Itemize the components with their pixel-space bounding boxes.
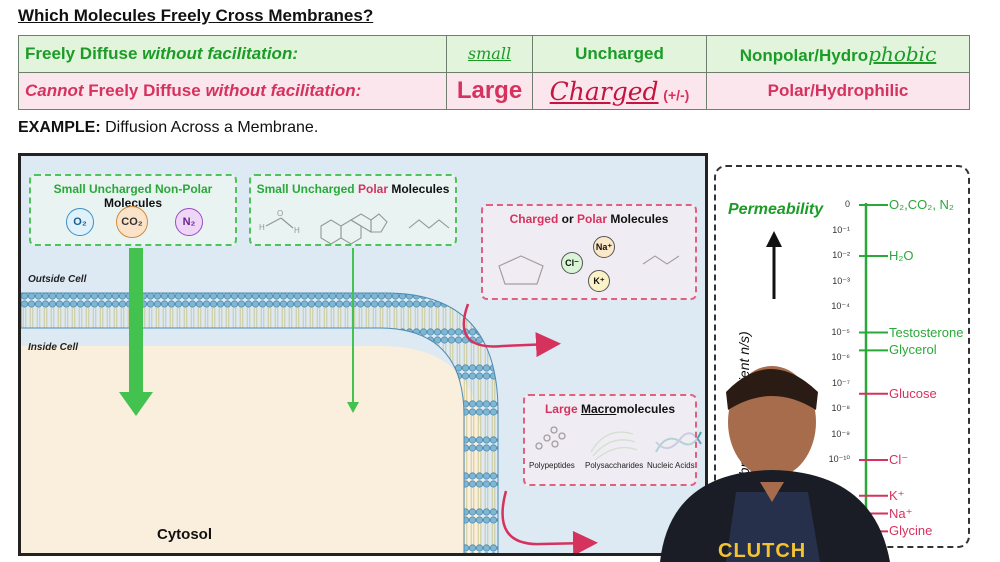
- nonpolar-arrow-shaft: [129, 248, 143, 396]
- cytosol-region: [21, 346, 481, 553]
- inside-cell-label: Inside Cell: [28, 342, 79, 353]
- lipid-bilayer: [21, 292, 499, 553]
- shirt-logo-text: CLUTCH: [718, 540, 807, 562]
- scale-tick-label: 10⁻³: [832, 275, 850, 286]
- scale-tick-label: 10⁻⁹: [831, 428, 850, 439]
- potassium-ion: K⁺: [588, 270, 610, 292]
- nitrogen-molecule: N₂: [175, 208, 203, 236]
- substance-label: O₂,CO₂, N₂: [889, 197, 954, 212]
- substance-ticks: [859, 204, 888, 533]
- substance-label: Glycine: [889, 523, 933, 539]
- table-row: Cannot Freely Diffuse without facilitati…: [18, 72, 970, 110]
- up-arrow-head: [766, 231, 782, 247]
- comparison-table: Freely Diffuse without facilitation: sma…: [18, 35, 970, 110]
- substance-label: K⁺: [889, 487, 905, 503]
- row1-polarity: Nonpolar/Hydrophobic: [706, 35, 970, 73]
- scale-tick-label: 10⁻⁷: [831, 377, 850, 388]
- oxygen-molecule: O₂: [66, 208, 94, 236]
- substance-label: Testosterone: [889, 324, 964, 340]
- scale-tick-label: 0: [844, 199, 850, 209]
- page-title: Which Molecules Freely Cross Membranes?: [18, 6, 374, 25]
- charged-deflect-arrow: [462, 303, 561, 358]
- row1-label: Freely Diffuse without facilitation:: [18, 35, 447, 73]
- example-caption: EXAMPLE: Diffusion Across a Membrane.: [18, 119, 319, 136]
- row2-polarity: Polar/Hydrophilic: [706, 72, 970, 110]
- substance-label: Glycerol: [889, 342, 937, 358]
- scale-tick-label: 10⁻⁴: [831, 301, 850, 311]
- sodium-ion: Na⁺: [593, 236, 615, 258]
- scale-tick-label: 10⁻⁶: [831, 352, 850, 362]
- chloride-ion: Cl⁻: [561, 252, 583, 274]
- substance-label: Cl⁻: [889, 452, 909, 467]
- substance-label: Glucose: [889, 385, 937, 401]
- outside-cell-label: Outside Cell: [28, 274, 87, 285]
- substance-label: H₂O: [889, 248, 914, 263]
- substance-label: Na⁺: [889, 505, 913, 521]
- macromolecules-box: Large Macromolecules: [523, 394, 697, 486]
- polar-arrow-head: [347, 402, 359, 413]
- scale-tick-label: 10⁻¹: [832, 224, 850, 235]
- nucleic-acids-label: Nucleic Acids: [647, 461, 695, 470]
- polypeptides-label: Polypeptides: [529, 461, 575, 470]
- nonpolar-arrow-head: [119, 392, 153, 416]
- membrane-diagram: HOH Small Uncharged Non-Polar Molecules: [18, 153, 708, 556]
- row2-label: Cannot Freely Diffuse without facilitati…: [18, 72, 447, 110]
- scale-tick-label: 10⁻²: [832, 250, 850, 260]
- presenter-figure: [660, 366, 890, 562]
- polar-molecules-box: Small Uncharged Polar Molecules: [249, 174, 457, 246]
- cytosol-label: Cytosol: [157, 526, 213, 543]
- row2-charge: Charged (+/-): [532, 72, 707, 110]
- co2-molecule: CO₂: [116, 206, 148, 238]
- row1-charge: Uncharged: [532, 35, 707, 73]
- macro-deflect-arrow: [501, 490, 598, 553]
- scale-tick-label: 10⁻¹⁰: [828, 454, 850, 464]
- permeability-title: Permeability: [728, 201, 824, 218]
- row2-size: Large: [446, 72, 533, 110]
- row1-size: small: [446, 35, 533, 73]
- table-row: Freely Diffuse without facilitation: sma…: [18, 35, 970, 73]
- presenter-webcam: CLUTCH: [660, 352, 900, 562]
- scale-tick-label: 10⁻⁵: [831, 326, 851, 337]
- scale-tick-label: 10⁻⁸: [831, 403, 850, 413]
- polysaccharides-label: Polysaccharides: [585, 461, 644, 470]
